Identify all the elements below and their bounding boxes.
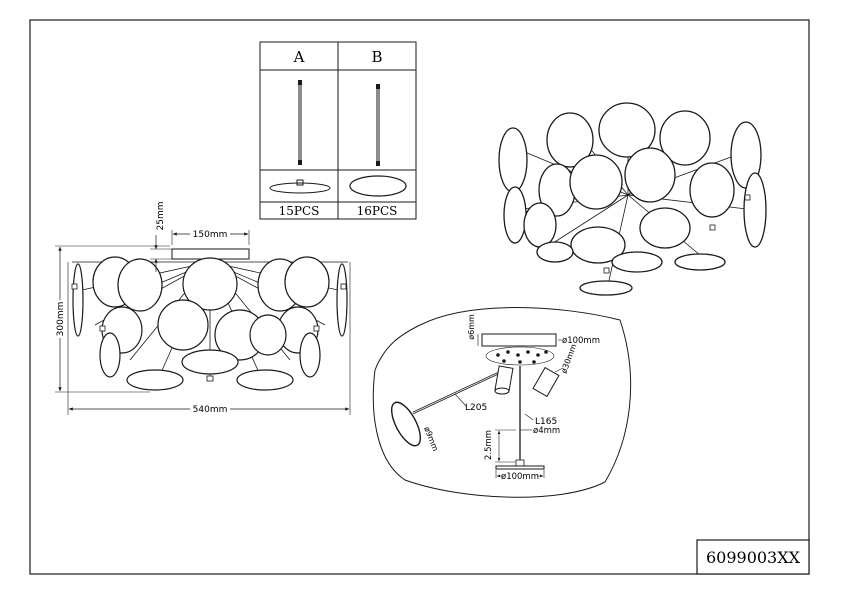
part-a-disc	[269, 179, 331, 194]
detail-bottom-disc	[495, 465, 545, 470]
front-total-width: 540mm	[193, 405, 228, 415]
detail-side-disc	[390, 401, 422, 447]
part-b-disc	[349, 175, 407, 197]
sheet-border	[29, 19, 810, 575]
part-a-rod	[298, 80, 302, 165]
detail-view: ø100mm ø6mm ø30mm L205 L165 ø4mm 2.5mm ø…	[372, 307, 632, 498]
detail-bottom-disc-diameter: ø100mm	[501, 472, 539, 482]
detail-bubble-outline	[372, 307, 632, 498]
front-elevation-view: 150mm 25mm 300mm 540mm	[54, 202, 351, 415]
parts-col-b-qty: 16PCS	[357, 204, 398, 218]
perspective-view	[498, 102, 767, 296]
detail-disc-offset: 2.5mm	[484, 430, 494, 460]
parts-col-a-header: A	[293, 48, 305, 66]
product-code: 6099003XX	[706, 548, 801, 567]
product-code-box: 6099003XX	[696, 539, 810, 575]
detail-canopy	[481, 333, 557, 347]
detail-socket-diameter: ø30mm	[559, 343, 578, 375]
detail-canopy-height: ø6mm	[467, 314, 476, 340]
detail-arm-long: L205	[465, 403, 487, 413]
front-top-plate-height: 25mm	[156, 202, 166, 231]
detail-canopy-diameter: ø100mm	[562, 336, 600, 346]
parts-table: A B 15PCS 16PCS	[259, 41, 417, 220]
detail-socket-2	[532, 366, 560, 398]
detail-side-disc-diameter: ø9mm	[422, 425, 440, 452]
detail-rod-diameter: ø4mm	[533, 426, 560, 436]
part-b-rod	[376, 84, 380, 166]
front-total-height: 300mm	[56, 302, 66, 337]
detail-arm-short: L165	[535, 417, 557, 427]
parts-col-b-header: B	[371, 48, 382, 66]
parts-col-a-qty: 15PCS	[279, 204, 320, 218]
detail-socket-1	[494, 365, 514, 395]
front-top-plate-width: 150mm	[193, 230, 228, 240]
